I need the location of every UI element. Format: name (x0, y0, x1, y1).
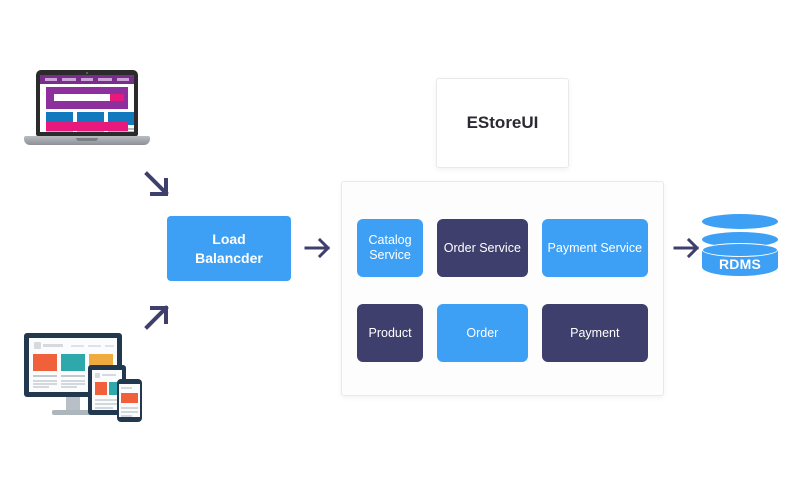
service-label: Product (368, 325, 412, 340)
db-label: RDMS (718, 256, 762, 272)
mock-card-orange (33, 354, 57, 371)
phone-screen (119, 384, 140, 417)
mock-footer (46, 122, 128, 131)
services-container: Catalog Service Order Service Payment Se… (341, 181, 664, 396)
laptop-web-browser-icon (24, 70, 150, 158)
services-row-top: Catalog Service Order Service Payment Se… (357, 219, 648, 277)
laptop-lid (36, 70, 138, 136)
mock-search-bar (54, 94, 110, 101)
service-catalog-service[interactable]: Catalog Service (357, 219, 424, 277)
load-balancer-label-line1: Load (212, 230, 246, 247)
mock-card (108, 112, 134, 125)
laptop-camera (86, 72, 88, 74)
mock-logo (34, 342, 41, 349)
service-payment[interactable]: Payment (541, 304, 648, 362)
arrow-up-right-icon (140, 300, 174, 339)
estore-ui-box[interactable]: EStoreUI (436, 78, 569, 168)
db-cylinder-body: RDMS (702, 243, 778, 276)
mock-logo-text (43, 344, 63, 347)
database-cylinder-icon[interactable]: RDMS (702, 214, 778, 280)
arrow-right-icon (672, 233, 702, 268)
service-order[interactable]: Order (437, 304, 528, 362)
phone-device (117, 379, 142, 422)
db-disc-bottom (702, 243, 778, 257)
mock-card (46, 112, 73, 125)
arrow-right-icon (303, 233, 333, 268)
services-row-bottom: Product Order Payment (357, 304, 648, 362)
service-label: Order (466, 325, 499, 340)
mock-navbar (40, 75, 134, 84)
service-label: Service (369, 248, 411, 262)
laptop-trackpad-notch (76, 138, 98, 141)
mock-search-button (110, 94, 124, 101)
service-payment-service[interactable]: Payment Service (541, 219, 648, 277)
laptop-base (24, 136, 150, 145)
mock-card (77, 112, 104, 125)
monitor-stand-foot (52, 410, 94, 415)
estore-ui-label: EStoreUI (466, 113, 539, 132)
service-label: Order Service (443, 240, 521, 255)
service-label: Payment (570, 325, 620, 340)
load-balancer-label-line2: Balancder (195, 249, 263, 266)
responsive-devices-icon (24, 333, 154, 423)
db-disc-top (702, 214, 778, 229)
mock-card-teal (61, 354, 85, 371)
service-label: Payment Service (547, 240, 643, 255)
load-balancer-box[interactable]: Load Balancder (167, 216, 291, 281)
mock-hero (46, 87, 128, 109)
service-product[interactable]: Product (357, 304, 424, 362)
laptop-screen (40, 75, 134, 132)
monitor-stand-neck (66, 397, 80, 410)
service-label: Catalog (368, 233, 412, 247)
service-order-service[interactable]: Order Service (437, 219, 528, 277)
arrow-down-right-icon (141, 168, 175, 207)
